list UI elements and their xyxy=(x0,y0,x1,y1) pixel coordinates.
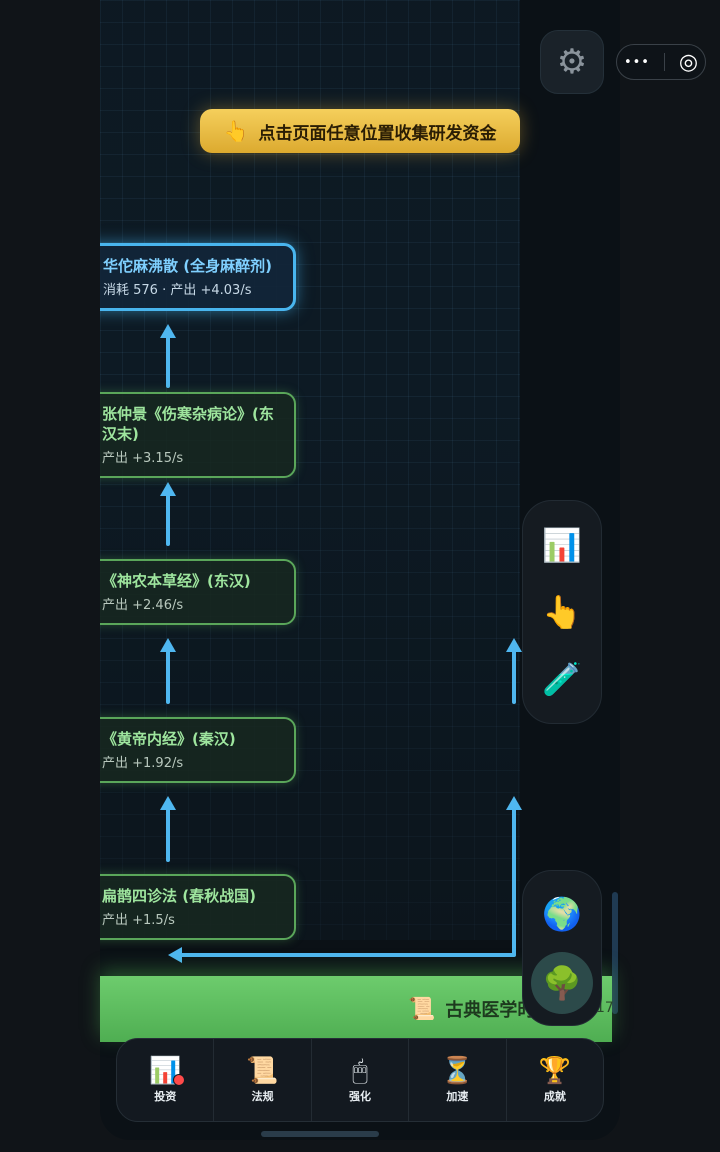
research-button[interactable]: 🧪 xyxy=(532,649,592,709)
bottom-nav: 📊 投资 📜 法规 🖱 强化 ⏳ 加速 🏆 成就 xyxy=(116,1038,604,1122)
test-tube-icon: 🧪 xyxy=(542,660,582,699)
nav-invest[interactable]: 📊 投资 xyxy=(117,1039,215,1121)
bar-chart-icon: 📊 xyxy=(149,1056,186,1086)
gear-icon: ⚙ xyxy=(556,42,588,82)
capsule-divider xyxy=(663,53,665,71)
era-name: 古典医学时 xyxy=(445,1000,536,1021)
mini-program-capsule: ••• ◎ xyxy=(616,44,706,80)
globe-icon: 🌍 xyxy=(542,894,582,933)
tech-node-stats: 消耗 576 · 产出 +4.03/s xyxy=(103,283,252,298)
settings-button[interactable]: ⚙ xyxy=(540,30,604,94)
nav-label: 加速 xyxy=(446,1090,469,1103)
nav-label: 强化 xyxy=(349,1090,372,1103)
scroll-icon: 📜 xyxy=(246,1056,279,1086)
tech-node-zhangzhongjing[interactable]: 张仲景《伤寒杂病论》(东汉末) 产出 +3.15/s xyxy=(80,392,296,478)
notification-badge xyxy=(173,1074,186,1086)
tech-arrow-horizontal xyxy=(168,947,516,963)
close-target-icon[interactable]: ◎ xyxy=(678,49,699,75)
hint-text: 点击页面任意位置收集研发资金 xyxy=(258,123,497,144)
left-screen-edge xyxy=(0,0,100,1152)
tech-node-shennong[interactable]: 《神农本草经》(东汉) 产出 +2.46/s xyxy=(80,559,296,625)
tap-button[interactable]: 👆 xyxy=(532,582,592,642)
tech-node-bianque[interactable]: 扁鹊四诊法 (春秋战国) 产出 +1.5/s xyxy=(80,874,296,940)
tech-tree-button[interactable]: 🌳 xyxy=(531,951,593,1014)
tech-node-huatuo[interactable]: 华佗麻沸散 (全身麻醉剂) 消耗 576 · 产出 +4.03/s xyxy=(80,243,296,311)
stats-button[interactable]: 📊 xyxy=(532,515,592,575)
nav-rules[interactable]: 📜 法规 xyxy=(214,1039,312,1121)
nav-achievements[interactable]: 🏆 成就 xyxy=(507,1039,603,1121)
game-screen[interactable] xyxy=(100,0,620,1140)
nav-upgrade[interactable]: 🖱 强化 xyxy=(312,1039,410,1121)
tech-node-stats: 产出 +1.92/s xyxy=(102,756,184,771)
tech-arrow xyxy=(506,638,522,704)
tech-arrow xyxy=(506,796,522,956)
tech-arrow xyxy=(160,482,176,546)
hourglass-icon: ⏳ xyxy=(441,1056,474,1086)
tech-node-title: 华佗麻沸散 (全身麻醉剂) xyxy=(103,257,272,275)
mouse-icon: 🖱 xyxy=(352,1056,368,1086)
pointing-hand-icon: 👆 xyxy=(223,119,249,143)
trophy-icon: 🏆 xyxy=(538,1056,572,1086)
tool-panel: 📊 👆 🧪 xyxy=(522,500,602,724)
tap-icon: 👆 xyxy=(542,592,582,631)
tech-arrow xyxy=(160,324,176,388)
scroll-icon: 📜 xyxy=(408,996,436,1022)
stats-chart-icon: 📊 xyxy=(542,525,582,564)
tech-node-title: 扁鹊四诊法 (春秋战国) xyxy=(102,887,256,905)
world-view-button[interactable]: 🌍 xyxy=(531,883,593,945)
tech-node-title: 《神农本草经》(东汉) xyxy=(102,572,251,590)
era-switch-panel: 🌍 🌳 xyxy=(522,870,602,1026)
tech-node-stats: 产出 +2.46/s xyxy=(102,598,184,613)
tech-node-stats: 产出 +3.15/s xyxy=(102,451,184,466)
nav-speed[interactable]: ⏳ 加速 xyxy=(409,1039,507,1121)
tech-node-title: 张仲景《伤寒杂病论》(东汉末) xyxy=(102,405,274,443)
tech-node-stats: 产出 +1.5/s xyxy=(102,913,175,928)
tree-icon: 🌳 xyxy=(542,963,582,1002)
nav-label: 成就 xyxy=(543,1090,566,1103)
tech-node-title: 《黄帝内经》(秦汉) xyxy=(102,730,236,748)
scrollbar-thumb[interactable] xyxy=(612,892,618,1014)
tech-node-huangdi[interactable]: 《黄帝内经》(秦汉) 产出 +1.92/s xyxy=(80,717,296,783)
tech-arrow xyxy=(160,796,176,862)
more-menu-icon[interactable]: ••• xyxy=(623,54,650,70)
nav-label: 投资 xyxy=(154,1090,177,1103)
tech-arrow xyxy=(160,638,176,704)
collect-funds-hint: 👆 点击页面任意位置收集研发资金 xyxy=(200,109,520,153)
nav-label: 法规 xyxy=(251,1090,274,1103)
era-label: 📜 古典医学时 xyxy=(408,996,535,1022)
home-indicator xyxy=(261,1131,379,1137)
